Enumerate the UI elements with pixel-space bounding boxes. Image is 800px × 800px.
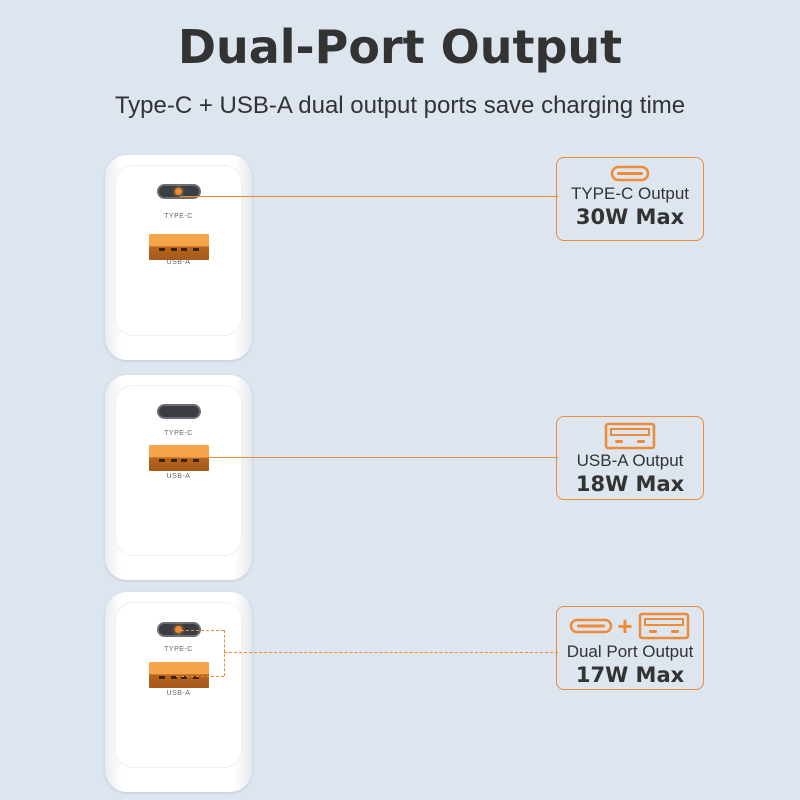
callout-power: 17W Max <box>575 663 685 687</box>
usb-a-port <box>149 445 209 471</box>
usb-a-port-icon <box>638 612 689 640</box>
usb-a-port <box>149 234 209 260</box>
callout-usba-output: USB-A Output 18W Max <box>556 416 704 500</box>
page-subtitle: Type-C + USB-A dual output ports save ch… <box>114 92 686 119</box>
callout-label: USB-A Output <box>576 451 684 470</box>
usb-a-port-icon <box>604 422 656 450</box>
plus-icon: + <box>617 611 633 641</box>
usb-a-port-label: USB-A <box>166 259 191 266</box>
connector-line <box>176 630 224 631</box>
highlight-dot <box>175 188 182 195</box>
charger-image-usba: TYPE-C USB-A <box>105 375 252 580</box>
charger-image-dual: TYPE-C USB-A <box>105 592 252 792</box>
connector-line <box>180 196 558 197</box>
type-c-port <box>157 184 201 199</box>
callout-typec-output: TYPE-C Output 30W Max <box>556 157 704 241</box>
usb-c-port-icon <box>610 165 650 182</box>
connector-line <box>176 676 224 677</box>
type-c-port <box>157 404 201 419</box>
callout-power: 18W Max <box>575 472 685 496</box>
connector-line <box>224 652 558 653</box>
callout-label: Dual Port Output <box>566 642 694 661</box>
type-c-port-label: TYPE-C <box>164 213 193 220</box>
connector-line <box>180 457 558 458</box>
type-c-port-label: TYPE-C <box>164 646 193 653</box>
callout-dual-output: + Dual Port Output 17W Max <box>556 606 704 690</box>
connector-line <box>224 630 225 676</box>
usb-a-port-label: USB-A <box>166 690 191 697</box>
page-title: Dual-Port Output <box>177 20 623 74</box>
type-c-port <box>157 622 201 637</box>
callout-label: TYPE-C Output <box>570 184 690 203</box>
usb-a-port-label: USB-A <box>166 473 191 480</box>
usb-a-port <box>149 662 209 688</box>
callout-power: 30W Max <box>575 205 685 229</box>
usb-c-port-icon <box>570 618 613 634</box>
charger-image-typec: TYPE-C USB-A <box>105 155 252 360</box>
type-c-port-label: TYPE-C <box>164 430 193 437</box>
highlight-dot <box>175 626 182 633</box>
